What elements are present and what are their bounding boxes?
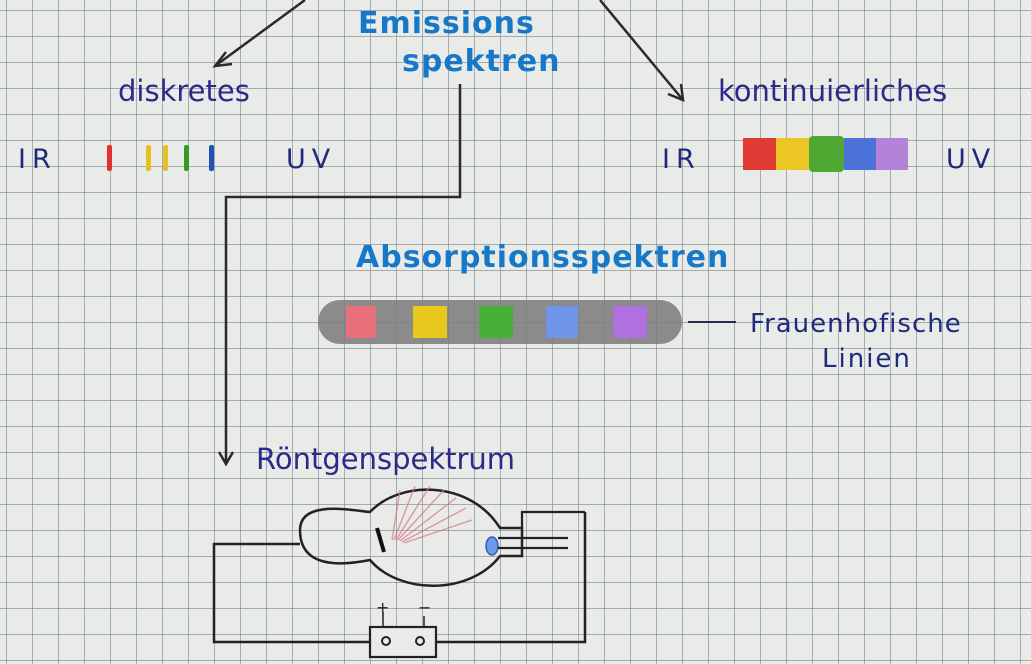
xray-rays bbox=[391, 485, 473, 544]
absorption-block-yellow bbox=[413, 306, 447, 338]
discrete-label: diskretes bbox=[118, 74, 250, 108]
anode-blue bbox=[485, 536, 499, 556]
absorption-caption-line1: Frauenhofische bbox=[750, 309, 962, 339]
continuous-ir-label: IR bbox=[662, 144, 701, 175]
absorption-caption-line2: Linien bbox=[822, 344, 912, 374]
xray-minus-label: − bbox=[418, 598, 432, 617]
continuous-uv-label: UV bbox=[946, 144, 997, 175]
absorption-block-green bbox=[479, 306, 513, 338]
discrete-line-yellow-2 bbox=[163, 145, 168, 171]
continuous-block-violet bbox=[876, 138, 908, 170]
discrete-line-yellow bbox=[146, 145, 151, 171]
arrowhead-roentgen bbox=[217, 451, 235, 467]
continuous-block-yellow bbox=[776, 138, 809, 170]
continuous-block-red bbox=[743, 138, 776, 170]
emission-title-line2: spektren bbox=[402, 44, 561, 79]
arrowhead-diskretes bbox=[212, 51, 233, 68]
arrowhead-kontinuierliches bbox=[667, 83, 685, 102]
arrow-to-kontinuierliches bbox=[599, 0, 684, 101]
power-supply bbox=[368, 625, 438, 659]
discrete-line-blue bbox=[209, 145, 214, 171]
continuous-block-green bbox=[809, 136, 844, 172]
xray-title: Röntgenspektrum bbox=[256, 442, 516, 476]
absorption-block-red bbox=[346, 306, 376, 338]
connector-to-roentgen bbox=[224, 84, 462, 462]
discrete-line-green bbox=[184, 145, 189, 171]
continuous-label: kontinuierliches bbox=[718, 74, 948, 108]
discrete-ir-label: IR bbox=[18, 144, 57, 175]
absorption-block-blue bbox=[546, 306, 578, 338]
continuous-block-blue bbox=[844, 138, 876, 170]
tube-connector bbox=[520, 510, 585, 528]
absorption-title: Absorptionsspektren bbox=[356, 240, 730, 275]
arrow-to-diskretes bbox=[214, 0, 306, 68]
discrete-line-red bbox=[107, 145, 112, 171]
emission-title-line1: Emissions bbox=[358, 6, 535, 41]
circuit-wire bbox=[212, 512, 587, 644]
xray-plus-label: + bbox=[376, 598, 390, 617]
cathode bbox=[375, 527, 386, 553]
absorption-block-violet bbox=[613, 306, 647, 338]
discrete-uv-label: UV bbox=[286, 144, 337, 175]
